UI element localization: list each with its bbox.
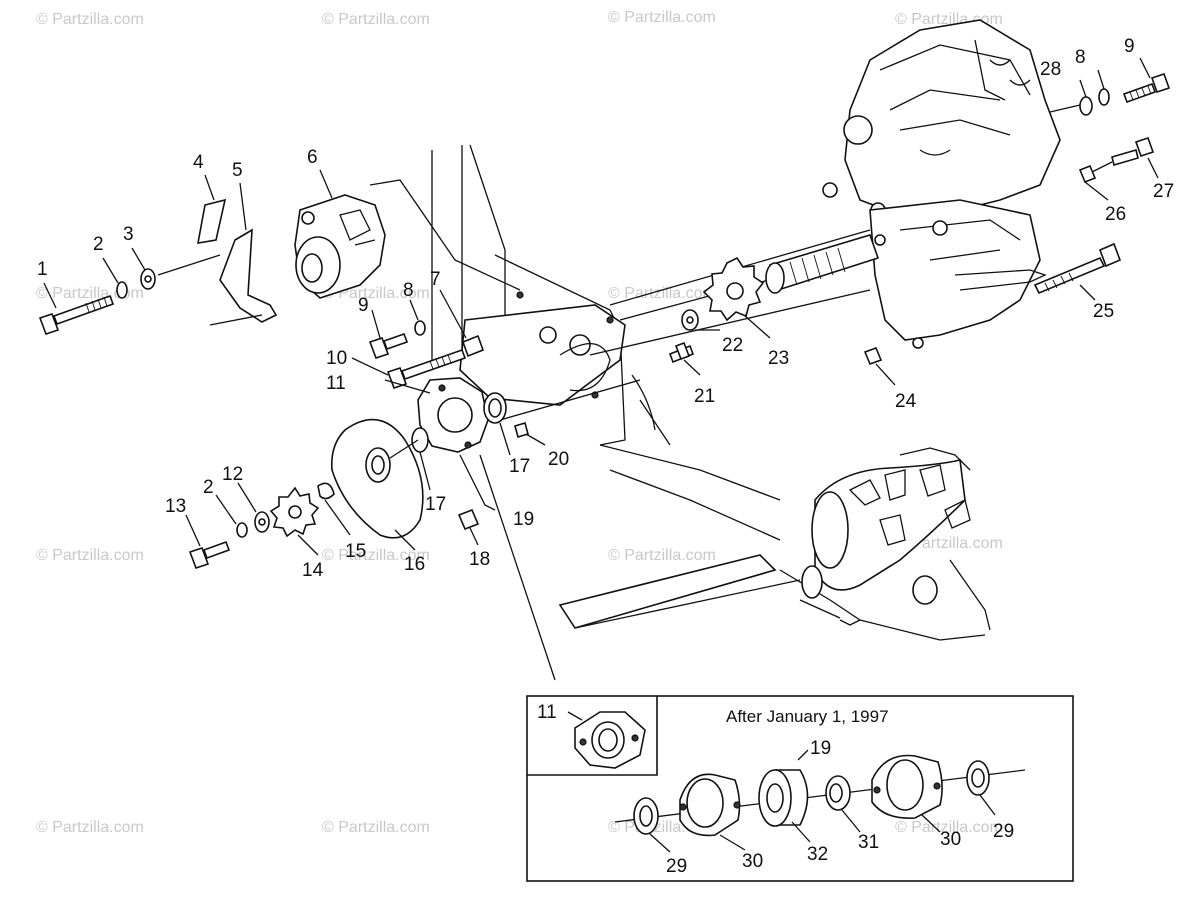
callout-labels: 1 2 3 4 5 6 7 8 9 10 11 12 13 2 14 15 16… <box>37 36 1174 877</box>
callout-27: 27 <box>1153 181 1174 202</box>
watermark: © Partzilla.com <box>608 285 716 302</box>
watermark: © Partzilla.com <box>36 819 144 836</box>
callout-16: 16 <box>404 554 425 575</box>
callout-9: 9 <box>358 295 369 316</box>
inset-callout-11: 11 <box>537 702 557 723</box>
watermark: © Partzilla.com <box>895 819 1003 836</box>
case-hardware <box>863 57 1171 386</box>
inset-callout-30a: 30 <box>742 851 763 872</box>
callout-6: 6 <box>307 147 318 168</box>
chaincase-frame <box>558 447 991 641</box>
watermark: © Partzilla.com <box>608 9 716 26</box>
callout-13: 13 <box>165 496 186 517</box>
callout-15: 15 <box>345 541 366 562</box>
transmission-case <box>765 19 1061 349</box>
watermark: © Partzilla.com <box>608 547 716 564</box>
watermark: © Partzilla.com <box>322 547 430 564</box>
callout-17a: 17 <box>425 494 446 515</box>
callout-19: 19 <box>513 509 534 530</box>
callout-14: 14 <box>302 560 324 581</box>
callout-20: 20 <box>548 449 569 470</box>
callout-2: 2 <box>93 234 104 255</box>
driven-sprocket-group <box>185 418 480 570</box>
inset-callout-31: 31 <box>858 832 879 853</box>
callout-11: 11 <box>326 373 346 394</box>
callout-8: 8 <box>403 280 414 301</box>
bearing-flange-group <box>384 377 556 681</box>
callout-9b: 9 <box>1124 36 1135 57</box>
callout-4: 4 <box>193 152 204 173</box>
inset-callout-29a: 29 <box>666 856 687 877</box>
watermark: © Partzilla.com <box>36 547 144 564</box>
callout-12: 12 <box>222 464 243 485</box>
callout-7: 7 <box>430 269 441 290</box>
callout-26: 26 <box>1105 204 1126 225</box>
callout-22: 22 <box>722 335 743 356</box>
inset-callout-30b: 30 <box>940 829 961 850</box>
watermark: © Partzilla.com <box>36 11 144 28</box>
callout-10: 10 <box>326 348 347 369</box>
callout-3: 3 <box>123 224 134 245</box>
callout-25: 25 <box>1093 301 1114 322</box>
drive-sprocket-group <box>668 256 771 376</box>
inset-callout-19: 19 <box>810 738 831 759</box>
inset-caption: After January 1, 1997 <box>726 707 889 726</box>
watermark: © Partzilla.com <box>322 819 430 836</box>
bracket-hardware <box>351 289 485 390</box>
tensioner-hardware <box>38 169 386 336</box>
inset-panel: After January 1, 1997 <box>526 695 1074 882</box>
callout-8b: 8 <box>1075 47 1086 68</box>
callout-17b: 17 <box>509 456 530 477</box>
callout-23: 23 <box>768 348 789 369</box>
callout-21: 21 <box>694 386 715 407</box>
watermark: © Partzilla.com <box>322 11 430 28</box>
callout-2b: 2 <box>203 477 214 498</box>
chassis-frame <box>369 144 881 541</box>
callout-18: 18 <box>469 549 490 570</box>
callout-28: 28 <box>1040 59 1061 80</box>
inset-callout-29b: 29 <box>993 821 1014 842</box>
callout-5: 5 <box>232 160 243 181</box>
callout-24: 24 <box>895 391 917 412</box>
callout-1: 1 <box>37 259 48 280</box>
inset-callout-32: 32 <box>807 844 828 865</box>
